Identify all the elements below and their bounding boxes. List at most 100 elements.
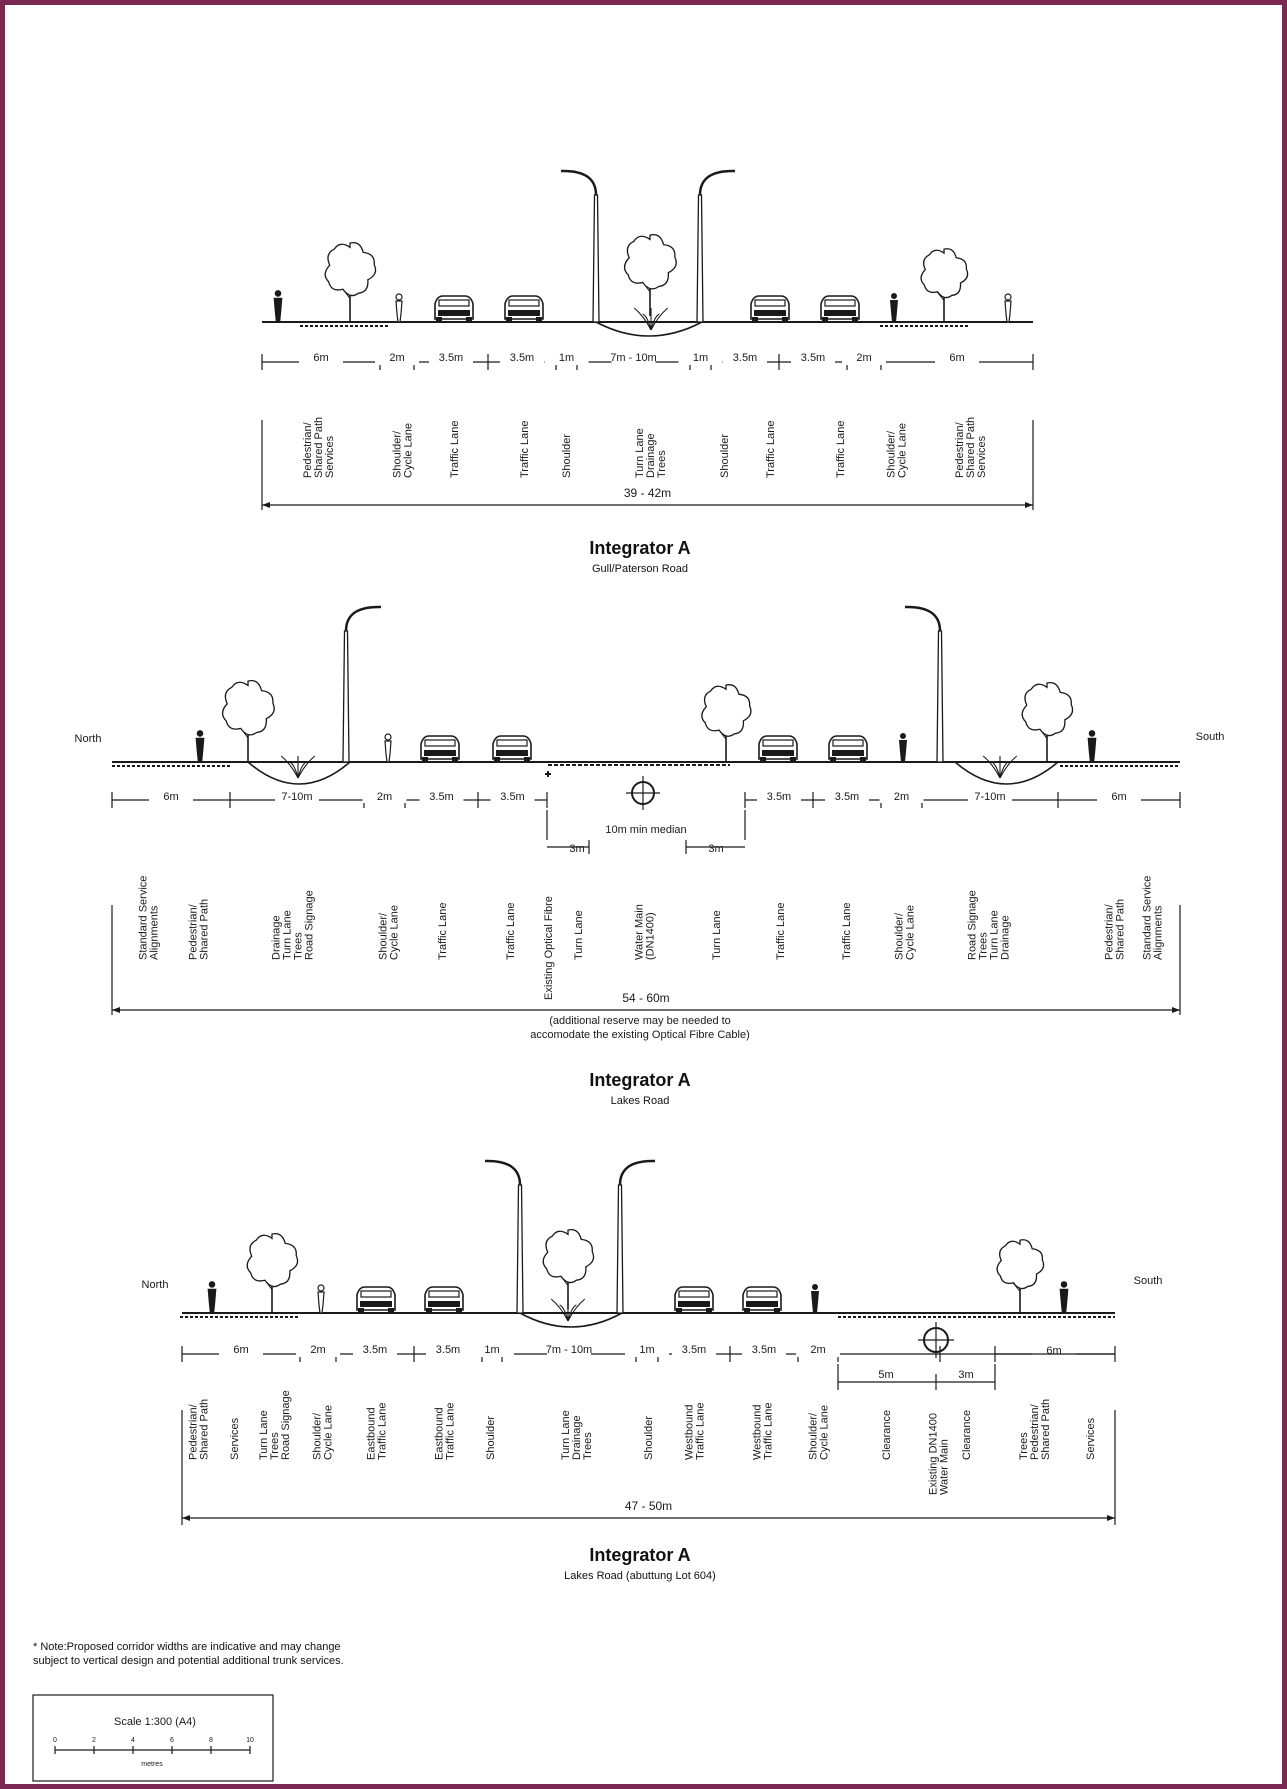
dim-label-bg: [757, 790, 801, 803]
s3-dim-label: 7m - 10m: [546, 1344, 592, 1356]
car-icon: [434, 295, 474, 322]
dim-label-bg: [353, 1344, 397, 1357]
svg-text:Clearance: Clearance: [881, 1410, 893, 1460]
s1-label: Shoulder/Cycle Lane: [392, 423, 415, 478]
s1-label: Shoulder: [719, 434, 731, 478]
s1-dim-label: 7m - 10m: [610, 352, 656, 364]
s2-label: Shoulder/Cycle Lane: [894, 905, 917, 960]
s1-dim-label: 3.5m: [439, 352, 463, 364]
street-light-icon: [616, 1159, 656, 1314]
cyclist-icon: [317, 1284, 325, 1314]
car-icon: [492, 735, 532, 762]
street-light-icon: [904, 605, 944, 763]
s2-label: Traffic Lane: [505, 903, 517, 960]
svg-text:Drainage: Drainage: [271, 915, 283, 960]
street-light-icon: [342, 605, 382, 763]
svg-text:Drainage: Drainage: [1000, 915, 1012, 960]
svg-text:Standard Service: Standard Service: [1142, 876, 1154, 960]
scale-tick-label: 6: [170, 1737, 174, 1744]
dim-label-bg: [375, 352, 419, 365]
dim-label-bg: [791, 352, 835, 365]
svg-text:Shoulder/: Shoulder/: [886, 430, 898, 478]
section-2-title: Integrator A: [589, 1070, 691, 1090]
svg-text:Shoulder/: Shoulder/: [312, 1412, 324, 1460]
svg-text:Alignments: Alignments: [1153, 905, 1165, 960]
dim-label-bg: [299, 352, 343, 365]
section-1-title: Integrator A: [589, 538, 691, 558]
svg-text:Services: Services: [324, 435, 336, 478]
svg-text:(DN1400): (DN1400): [645, 912, 657, 960]
arrow-right-icon: [1172, 1007, 1180, 1013]
dim-label-bg: [419, 790, 464, 803]
svg-text:Drainage: Drainage: [571, 1415, 583, 1460]
section-2-subtitle: Lakes Road: [610, 1095, 670, 1107]
s3-label: Services: [229, 1417, 241, 1460]
svg-text:Shoulder/: Shoulder/: [894, 912, 906, 960]
svg-text:Traffic Lane: Traffic Lane: [695, 1403, 707, 1460]
svg-text:Traffic Lane: Traffic Lane: [763, 1403, 775, 1460]
svg-text:Shoulder: Shoulder: [643, 1416, 655, 1460]
s3-dim-label: 3.5m: [363, 1344, 387, 1356]
svg-text:Traffic Lane: Traffic Lane: [449, 421, 461, 478]
dim-label-bg: [742, 1344, 786, 1357]
dim-label-bg: [678, 352, 723, 365]
svg-text:Services: Services: [976, 435, 988, 478]
dim-label-bg: [672, 1344, 716, 1357]
s3-dim-label: 3.5m: [682, 1344, 706, 1356]
s3-dim-label: 2m: [810, 1344, 825, 1356]
dim-label-bg: [429, 352, 473, 365]
s2-dim-label: 7-10m: [281, 791, 312, 803]
svg-text:Pedestrian/: Pedestrian/: [954, 421, 966, 478]
tree-icon: [623, 234, 677, 316]
car-icon: [420, 735, 460, 762]
svg-text:Alignments: Alignments: [149, 905, 161, 960]
svg-text:Turn Lane: Turn Lane: [573, 910, 585, 960]
s3-north-label: North: [142, 1279, 169, 1291]
svg-text:Road Signage: Road Signage: [280, 1390, 292, 1460]
s2-total-note: accomodate the existing Optical Fibre Ca…: [530, 1029, 750, 1041]
svg-text:Turn Lane: Turn Lane: [634, 428, 646, 478]
s1-dim-label: 2m: [856, 352, 871, 364]
s1-dim-label: 6m: [949, 352, 964, 364]
section-1-subtitle: Gull/Paterson Road: [592, 563, 688, 575]
svg-text:Road Signage: Road Signage: [967, 890, 979, 960]
s2-median-label: 10m min median: [605, 824, 686, 836]
dim-label-bg: [547, 1344, 591, 1357]
dim-label-bg: [935, 352, 979, 365]
s2-turn-label-2: 3m: [708, 843, 723, 855]
svg-text:Services: Services: [229, 1417, 241, 1460]
car-icon: [758, 735, 798, 762]
s2-label: Pedestrian/Shared Path: [1104, 899, 1127, 960]
s3-dim-label: 3.5m: [436, 1344, 460, 1356]
tree-icon: [246, 1233, 299, 1313]
section-3-title: Integrator A: [589, 1545, 691, 1565]
s2-swale-north: [247, 761, 351, 785]
scale-tick-label: 8: [209, 1737, 213, 1744]
optical-fibre-marker: [545, 771, 551, 777]
svg-text:Cycle Lane: Cycle Lane: [323, 1405, 335, 1460]
arrow-left-icon: [262, 502, 270, 508]
s3-dim-label: 5m: [878, 1369, 893, 1381]
svg-text:Shared Path: Shared Path: [313, 417, 325, 478]
car-icon: [742, 1286, 782, 1313]
shrub-icon: [280, 755, 316, 779]
svg-text:Shared Path: Shared Path: [965, 417, 977, 478]
s2-label: Existing Optical Fibre: [543, 896, 555, 1000]
svg-text:Trees: Trees: [1018, 1432, 1030, 1460]
dim-label-bg: [490, 790, 535, 803]
dim-label-bg: [219, 1344, 263, 1357]
s3-label: Pedestrian/Shared Path: [188, 1399, 211, 1460]
s3-dim-label: 6m: [233, 1344, 248, 1356]
s2-label: Pedestrian/Shared Path: [188, 899, 211, 960]
pedestrian-icon: [1059, 1281, 1069, 1313]
water-main-icon: [626, 776, 660, 810]
svg-text:Shared Path: Shared Path: [199, 1399, 211, 1460]
pedestrian-icon: [811, 1284, 819, 1313]
